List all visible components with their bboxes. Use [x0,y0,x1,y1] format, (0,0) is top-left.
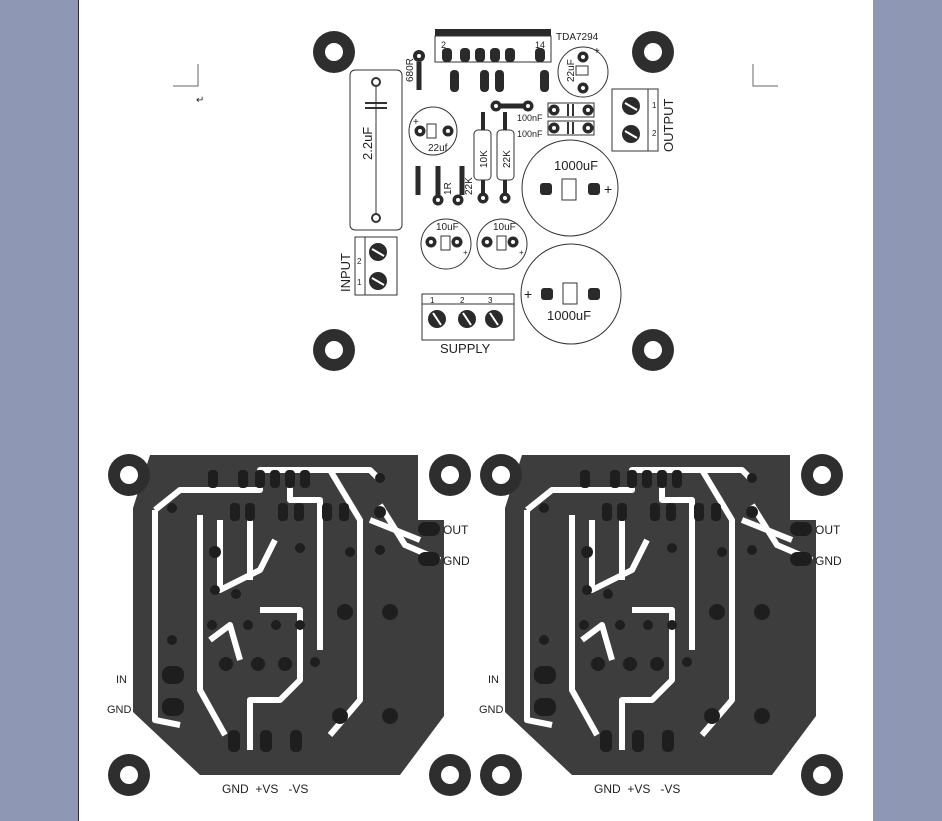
svg-text:22uf: 22uf [428,143,448,154]
svg-text:22uF: 22uF [566,59,577,82]
gnd-label: GND [107,704,132,716]
svg-text:14: 14 [535,40,545,50]
svg-text:1R: 1R [443,182,454,195]
svg-text:+: + [519,248,524,257]
svg-text:2.2uF: 2.2uF [360,127,375,160]
window-margin-right [873,0,942,821]
svg-text:100nF: 100nF [517,113,543,123]
paragraph-mark: ↵ [196,95,204,106]
gnd-label: GND [479,704,504,716]
out-label: OUT [815,523,841,537]
svg-text:2: 2 [441,40,446,50]
gnd-label: GND [443,554,470,568]
svg-text:10uF: 10uF [436,222,459,233]
svg-text:2: 2 [357,257,362,266]
svg-text:10K: 10K [479,150,490,168]
supply-label: SUPPLY [440,341,491,356]
svg-text:1: 1 [430,296,435,305]
copper-layout-right: OUT GND IN GND GND +VS -VS [479,454,843,796]
copper-layout-left: OUT GND IN GND GND +VS -VS [107,454,471,796]
svg-text:2: 2 [652,129,657,138]
svg-text:22K: 22K [502,150,513,168]
svg-text:680R: 680R [405,58,416,82]
in-label: IN [116,674,127,686]
supply-pins-label: GND +VS -VS [594,782,680,796]
svg-text:1: 1 [652,101,657,110]
svg-text:10uF: 10uF [493,222,516,233]
ic-label: TDA7294 [556,32,599,43]
svg-text:+: + [463,248,468,257]
gnd-label: GND [815,554,842,568]
svg-text:+: + [594,46,600,57]
silkscreen-layout: ↵ TDA7294 2 14 680R [173,29,778,371]
svg-text:1000uF: 1000uF [547,308,591,323]
supply-pins-label: GND +VS -VS [222,782,308,796]
svg-text:100nF: 100nF [517,129,543,139]
output-label: OUTPUT [661,99,676,153]
svg-text:22K: 22K [464,177,475,195]
svg-text:1000uF: 1000uF [554,158,598,173]
svg-text:+: + [524,286,532,302]
input-label: INPUT [338,253,353,292]
out-label: OUT [443,523,469,537]
window-margin-left [0,0,78,821]
svg-text:+: + [413,117,419,128]
svg-text:3: 3 [488,296,493,305]
svg-text:1: 1 [357,278,362,287]
svg-text:2: 2 [460,296,465,305]
in-label: IN [488,674,499,686]
svg-text:+: + [604,181,612,197]
